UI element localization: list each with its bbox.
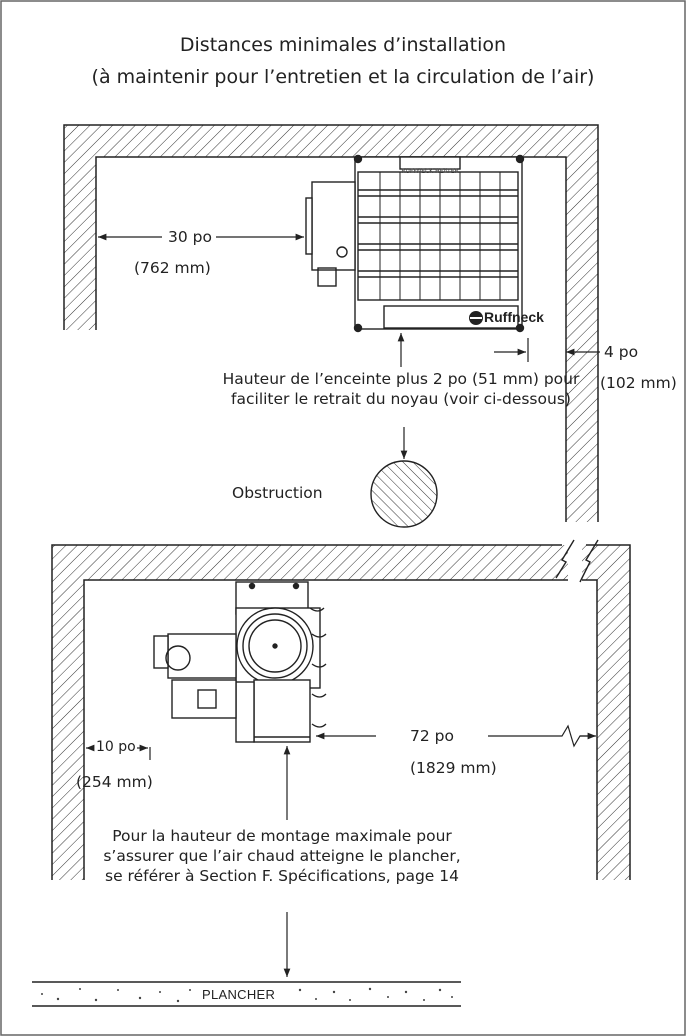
rear-clearance-label: 4 po <box>604 343 639 361</box>
front-clearance-label: 72 po <box>410 727 454 745</box>
front-clearance-metric: (1829 mm) <box>410 759 497 777</box>
rear-clearance-metric: (102 mm) <box>600 374 677 392</box>
title-line-1: Distances minimales d’installation <box>179 34 507 56</box>
title-line-2: (à maintenir pour l’entretien et la circ… <box>91 66 595 88</box>
wall-clearance-metric: (254 mm) <box>76 773 153 791</box>
side-clearance-label: 30 po <box>168 228 212 246</box>
core-removal-note: Hauteur de l’enceinte plus 2 po (51 mm) … <box>222 370 580 408</box>
dim-72-line <box>488 724 595 748</box>
obstruction-label: Obstruction <box>232 484 323 502</box>
top-heater <box>305 154 525 333</box>
side-heater <box>153 581 327 743</box>
break-symbol-2 <box>579 539 599 583</box>
top-wall-outline <box>63 124 599 522</box>
side-wall-outline <box>51 544 631 880</box>
break-symbol-1 <box>555 539 575 579</box>
floor-label: PLANCHER <box>200 987 278 1002</box>
wall-clearance-label: 10 po <box>95 739 137 755</box>
obstruction-circle <box>370 460 438 528</box>
side-clearance-metric: (762 mm) <box>134 259 211 277</box>
brand-name: Ruffneck <box>484 309 544 325</box>
floor-slab <box>32 981 461 1007</box>
mounting-height-note: Pour la hauteur de montage maximale pour… <box>103 827 461 885</box>
nameplate-text: RUFFNECK HEATER <box>401 168 459 175</box>
